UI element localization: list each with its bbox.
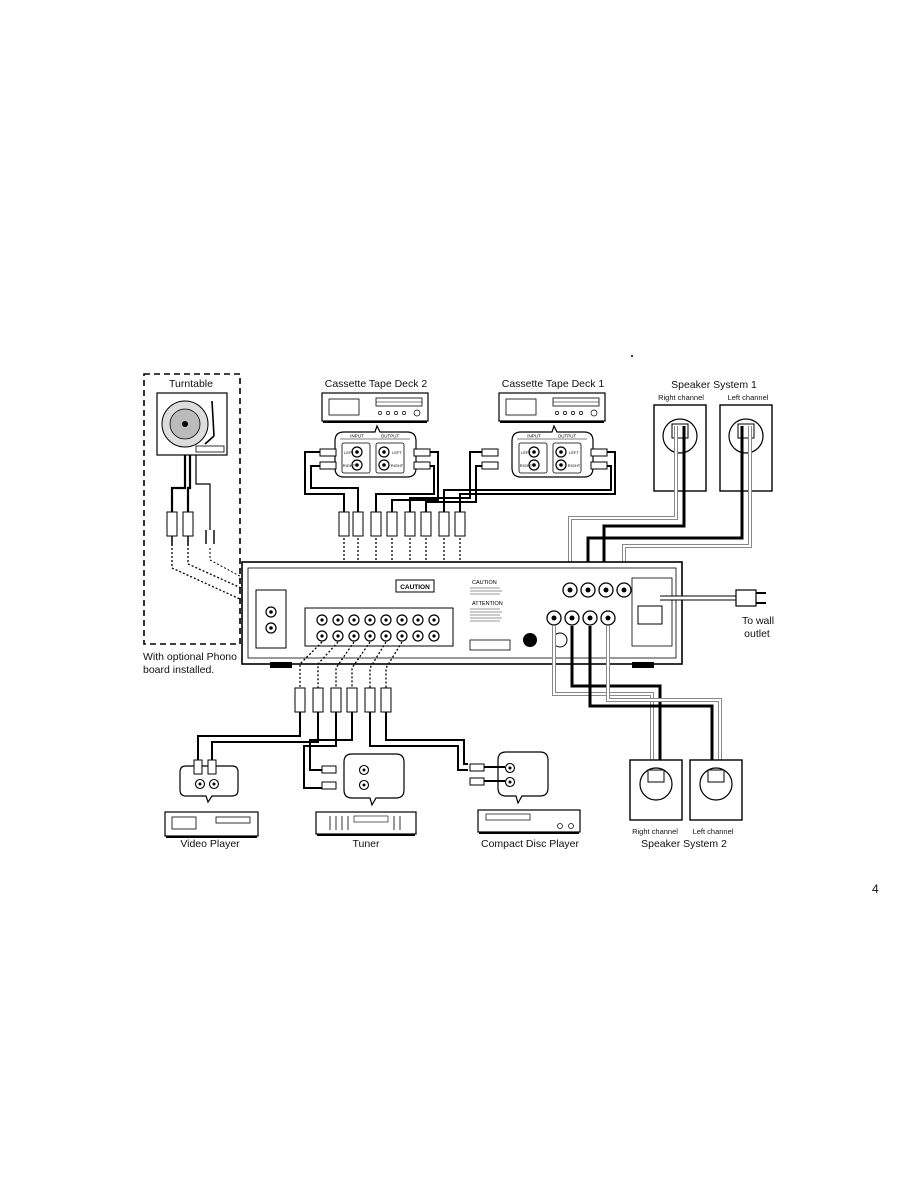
svg-text:RIGHT: RIGHT [520,463,533,468]
speaker-2-right-channel-label: Right channel [632,827,678,836]
video-player-label: Video Player [180,838,240,850]
speaker-system-2-label: Speaker System 2 [641,838,727,850]
turntable-rca-plugs [166,511,215,546]
video-player [164,759,259,838]
cd-player-label: Compact Disc Player [480,838,580,850]
cd-player [469,751,581,834]
outlet-label: outlet [744,628,770,640]
deck1-input-label: INPUT [527,434,541,439]
caution-heading: CAUTION [472,580,497,586]
speaker-system-1 [653,404,773,492]
attention-heading: ATTENTION [472,601,503,607]
cassette-deck-1-label: Cassette Tape Deck 1 [501,378,605,390]
cassette-deck-2: INPUT OUTPUT LEFT RIGHT LEFT RIGHT [304,392,439,512]
cassette-deck-2-label: Cassette Tape Deck 2 [324,378,428,390]
deck2-output-label: OUTPUT [381,434,400,439]
receiver-rear-panel: CAUTION CAUTION ATTENTION [241,561,683,668]
lower-dotted-leads [299,641,403,688]
phono-note-line1: With optional Phono [143,651,237,663]
speaker-system-1-label: Speaker System 1 [671,379,757,391]
svg-text:RIGHT: RIGHT [391,463,404,468]
svg-text:LEFT: LEFT [344,450,354,455]
deck1-output-label: OUTPUT [558,434,577,439]
speaker-2-cables [552,626,722,768]
turntable-group [143,373,263,645]
svg-text:RIGHT: RIGHT [343,463,356,468]
power-cord [660,589,766,607]
speaker-2-left-channel-label: Left channel [692,827,734,836]
svg-text:RIGHT: RIGHT [568,463,581,468]
svg-text:LEFT: LEFT [521,450,531,455]
turntable-label: Turntable [169,378,213,390]
deck2-input-label: INPUT [350,434,364,439]
lower-cables [197,712,468,789]
phono-dashed-box [143,373,241,645]
speaker-system-2 [629,759,743,821]
tuner [315,753,417,836]
page-number: 4 [872,882,879,896]
speaker-1-right-channel-label: Right channel [658,393,704,402]
to-wall-label: To wall [741,615,775,627]
tape-rca-plugs [338,511,466,537]
speaker-1-left-channel-label: Left channel [727,393,769,402]
caution-sticker: CAUTION [400,584,430,591]
lower-rca-plugs [294,687,392,713]
tuner-label: Tuner [352,838,380,850]
cassette-deck-1: INPUT OUTPUT LEFT RIGHT LEFT RIGHT [409,392,616,512]
phono-note-line2: board installed. [143,664,215,676]
svg-text:LEFT: LEFT [569,450,579,455]
svg-text:LEFT: LEFT [392,450,402,455]
